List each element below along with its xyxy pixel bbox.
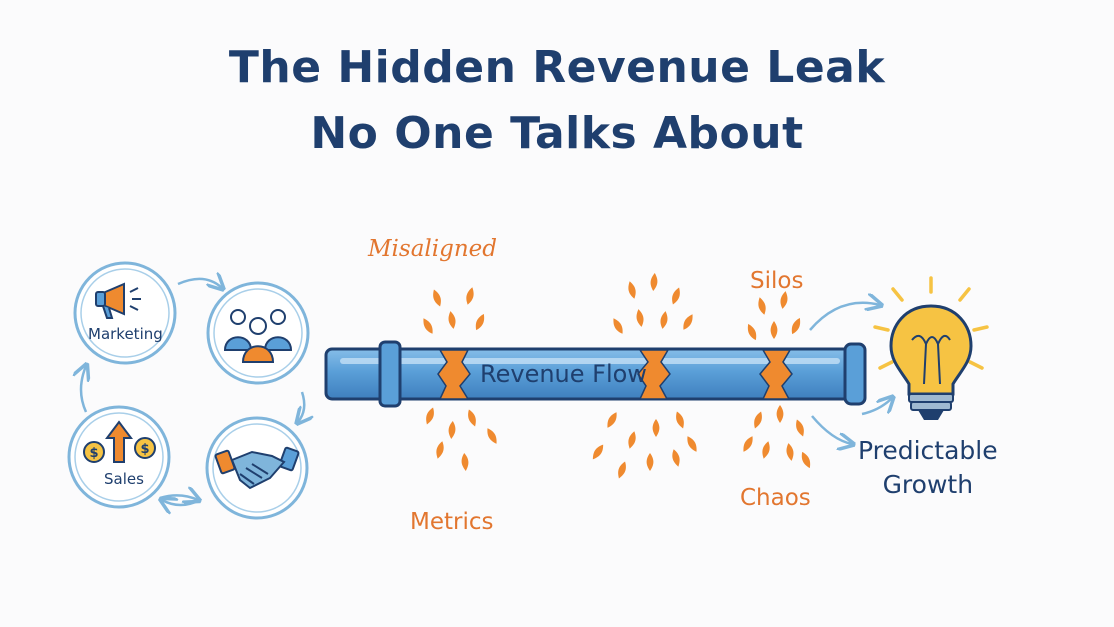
leak-label-misaligned: Misaligned (368, 236, 498, 262)
lightbulb-icon (873, 276, 989, 420)
dollar-arrow-icon: $ $ (83, 420, 156, 463)
leak-label-metrics: Metrics (410, 509, 494, 535)
megaphone-icon (95, 282, 141, 319)
outcome-line-1: Predictable (858, 436, 998, 465)
pipe-label: Revenue Flow (480, 360, 647, 388)
outcome-label: Predictable Growth (858, 434, 998, 502)
pipe-cracks (437, 349, 793, 400)
marketing-label: Marketing (88, 325, 163, 343)
leak-label-silos: Silos (750, 268, 804, 294)
cycle-arrows (81, 279, 304, 505)
svg-text:$: $ (140, 442, 149, 457)
team-icon (223, 309, 293, 363)
outcome-line-2: Growth (882, 470, 974, 499)
handshake-icon (214, 446, 300, 490)
svg-text:$: $ (89, 446, 98, 461)
sales-label: Sales (104, 470, 144, 488)
title-line-1: The Hidden Revenue Leak (228, 42, 886, 93)
leak-label-chaos: Chaos (740, 485, 811, 511)
title-line-2: No One Talks About (310, 108, 804, 159)
output-arrows (809, 303, 892, 444)
